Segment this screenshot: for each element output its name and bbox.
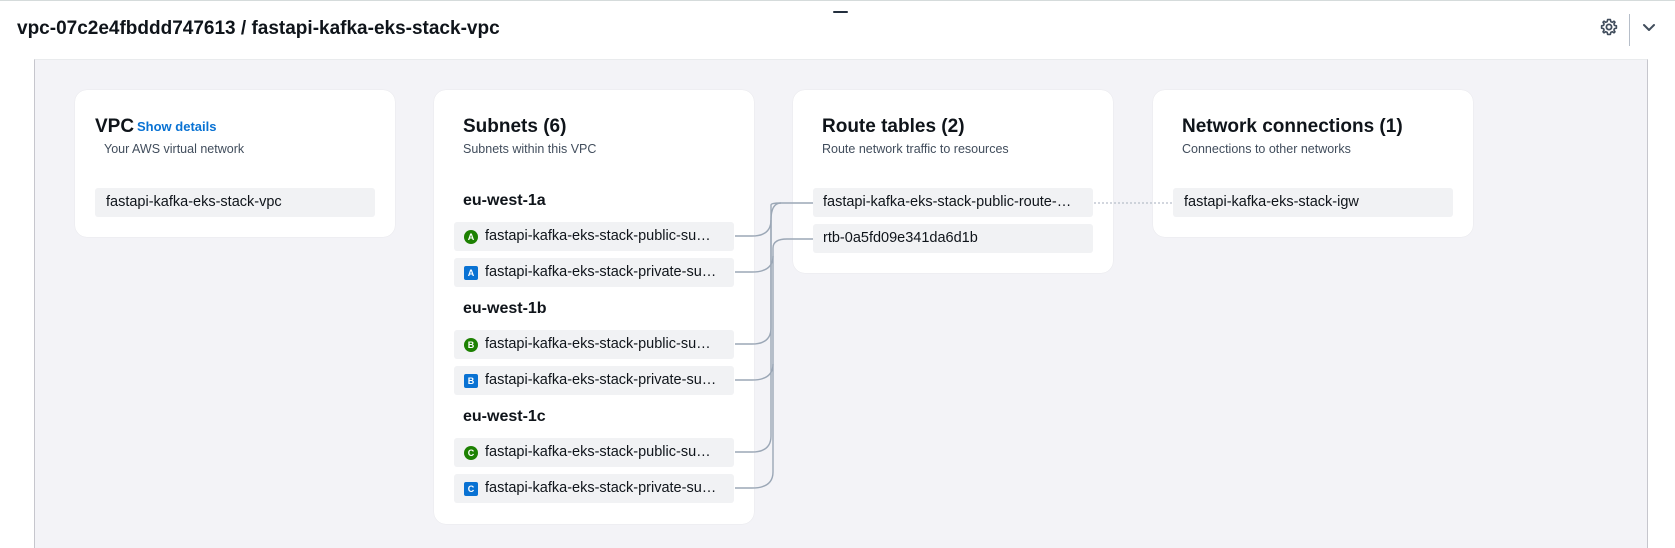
subnet-label: fastapi-kafka-eks-stack-private-su… xyxy=(485,480,717,496)
network-connections-panel: Network connections (1) Connections to o… xyxy=(1153,90,1473,237)
collapse-button[interactable] xyxy=(1636,16,1662,42)
vpc-node[interactable]: fastapi-kafka-eks-stack-vpc xyxy=(95,188,375,217)
subnet-label: fastapi-kafka-eks-stack-public-su… xyxy=(485,228,711,244)
az-heading: eu-west-1c xyxy=(463,408,546,425)
chevron-down-icon xyxy=(1641,19,1657,40)
route-tables-panel-description: Route network traffic to resources xyxy=(822,142,1009,156)
subnet-label: fastapi-kafka-eks-stack-public-su… xyxy=(485,336,711,352)
top-border xyxy=(0,0,1675,1)
az-heading: eu-west-1b xyxy=(463,300,547,317)
subnet-label: fastapi-kafka-eks-stack-private-su… xyxy=(485,372,717,388)
page-title: vpc-07c2e4fbddd747613 / fastapi-kafka-ek… xyxy=(17,18,500,39)
route-table-node[interactable]: rtb-0a5fd09e341da6d1b xyxy=(813,224,1093,253)
public-subnet-badge-icon: C xyxy=(464,446,478,460)
private-subnet-badge-icon: B xyxy=(464,374,478,388)
resize-handle[interactable] xyxy=(833,11,848,13)
public-subnet-badge-icon: A xyxy=(464,230,478,244)
az-heading: eu-west-1a xyxy=(463,192,546,209)
route-tables-panel-title: Route tables (2) xyxy=(822,116,965,137)
subnet-label: fastapi-kafka-eks-stack-private-su… xyxy=(485,264,717,280)
subnet-node[interactable]: B fastapi-kafka-eks-stack-public-su… xyxy=(454,330,734,359)
gear-icon xyxy=(1600,18,1618,41)
subnet-node[interactable]: A fastapi-kafka-eks-stack-private-su… xyxy=(454,258,734,287)
subnet-node[interactable]: B fastapi-kafka-eks-stack-private-su… xyxy=(454,366,734,395)
vpc-panel: VPC Show details Your AWS virtual networ… xyxy=(75,90,395,237)
subnet-label: fastapi-kafka-eks-stack-public-su… xyxy=(485,444,711,460)
private-subnet-badge-icon: C xyxy=(464,482,478,496)
private-subnet-badge-icon: A xyxy=(464,266,478,280)
show-details-link[interactable]: Show details xyxy=(137,119,217,134)
vpc-panel-title: VPC xyxy=(95,116,135,137)
network-connections-panel-description: Connections to other networks xyxy=(1182,142,1351,156)
resource-map-canvas: VPC Show details Your AWS virtual networ… xyxy=(34,59,1648,548)
public-subnet-badge-icon: B xyxy=(464,338,478,352)
vpc-panel-description: Your AWS virtual network xyxy=(104,142,245,156)
route-table-node[interactable]: fastapi-kafka-eks-stack-public-route-… xyxy=(813,188,1093,217)
network-connection-node[interactable]: fastapi-kafka-eks-stack-igw xyxy=(1173,188,1453,217)
subnet-node[interactable]: C fastapi-kafka-eks-stack-private-su… xyxy=(454,474,734,503)
subnet-node[interactable]: C fastapi-kafka-eks-stack-public-su… xyxy=(454,438,734,467)
settings-button[interactable] xyxy=(1596,16,1622,42)
header-divider xyxy=(1629,14,1630,46)
route-tables-panel: Route tables (2) Route network traffic t… xyxy=(793,90,1113,273)
network-connections-panel-title: Network connections (1) xyxy=(1182,116,1403,137)
subnets-panel-title: Subnets (6) xyxy=(463,116,567,137)
subnets-panel: Subnets (6) Subnets within this VPC eu-w… xyxy=(434,90,754,524)
subnets-panel-description: Subnets within this VPC xyxy=(463,142,597,156)
subnet-node[interactable]: A fastapi-kafka-eks-stack-public-su… xyxy=(454,222,734,251)
